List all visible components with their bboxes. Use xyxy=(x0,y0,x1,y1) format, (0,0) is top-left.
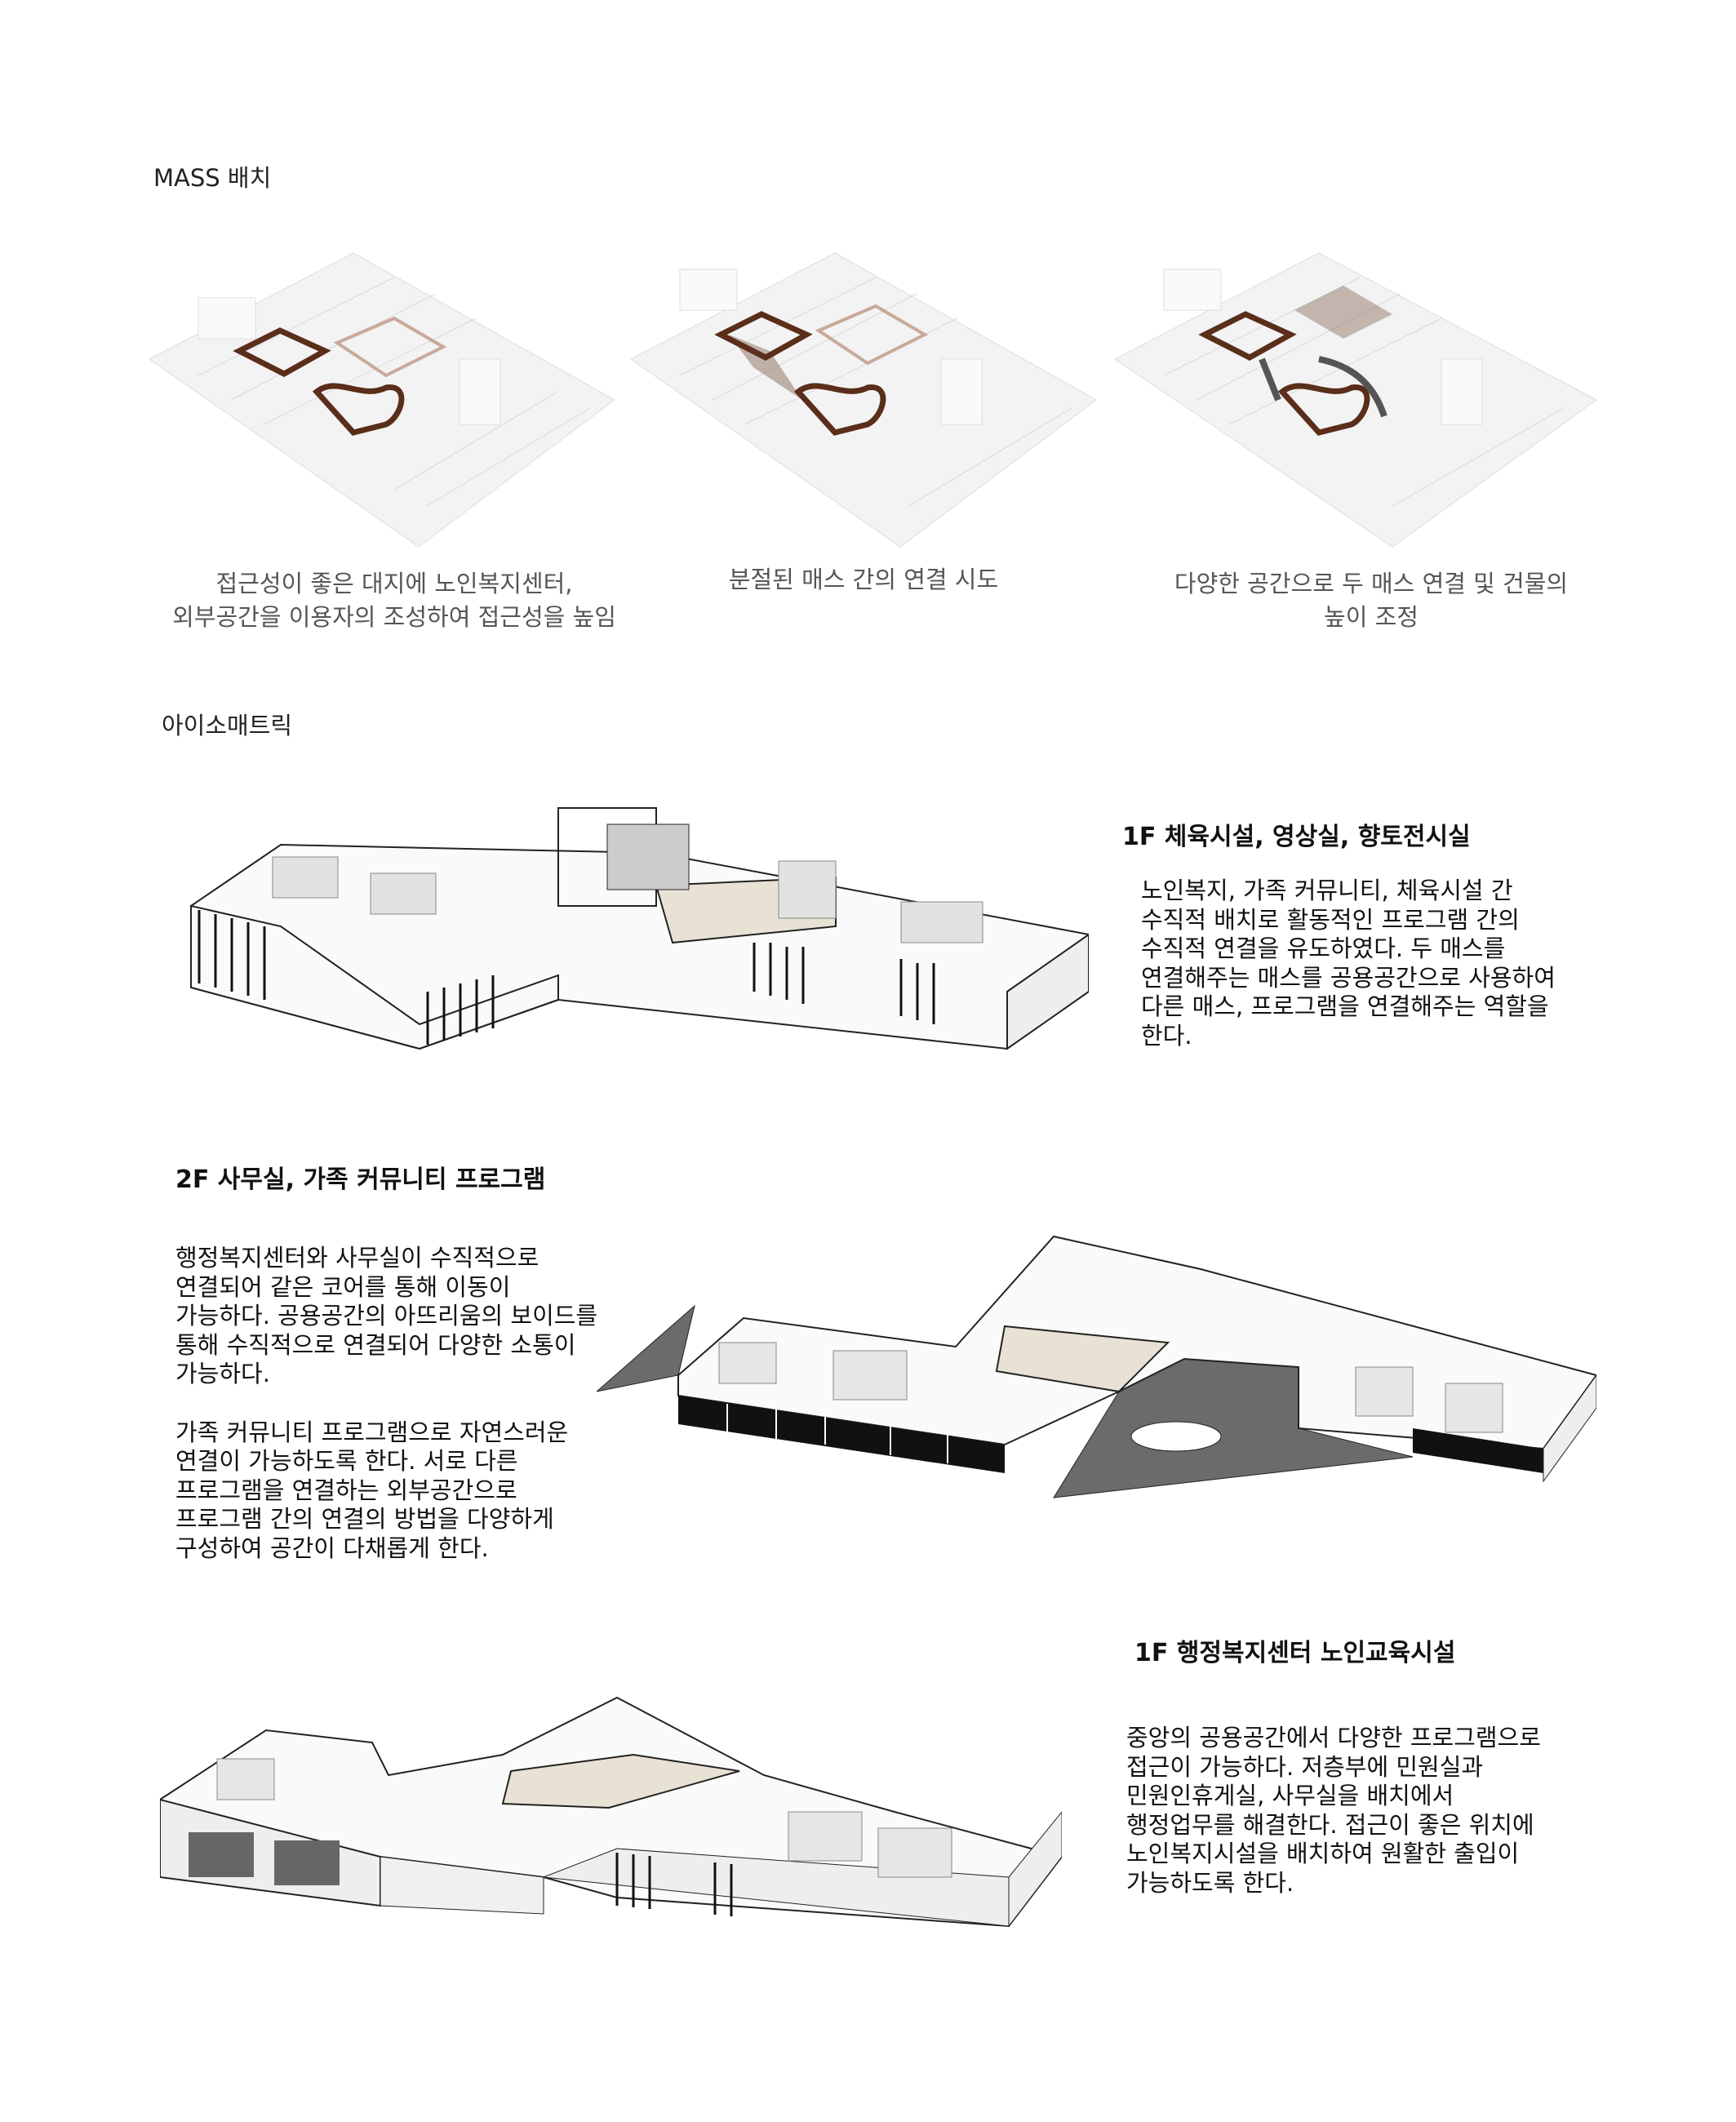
mass-diagram-1 xyxy=(149,252,615,548)
mass-caption-1: 접근성이 좋은 대지에 노인복지센터, 외부공간을 이용자의 조성하여 접근성을… xyxy=(149,567,639,634)
mass-section-title: MASS 배치 xyxy=(153,164,272,192)
caption-line: 외부공간을 이용자의 조성하여 접근성을 높임 xyxy=(172,603,616,631)
mass-caption-3: 다양한 공간으로 두 매스 연결 및 건물의 높이 조정 xyxy=(1126,567,1616,634)
iso-block-heading: 1F 행정복지센터 노인교육시설 xyxy=(1134,1639,1456,1667)
iso-block-heading: 1F 체육시설, 영상실, 향토전시실 xyxy=(1122,823,1471,851)
iso-block-paragraph: 중앙의 공용공간에서 다양한 프로그램으로 접근이 가능하다. 저층부에 민원실… xyxy=(1126,1724,1541,1897)
isometric-1f-admin xyxy=(160,1696,1062,1928)
mass-diagram-3 xyxy=(1115,252,1596,548)
iso-block-heading: 2F 사무실, 가족 커뮤니티 프로그램 xyxy=(175,1165,546,1194)
iso-section-title: 아이소매트릭 xyxy=(162,712,293,739)
isometric-2f-office xyxy=(597,1235,1596,1498)
caption-line: 다양한 공간으로 두 매스 연결 및 건물의 xyxy=(1174,570,1569,597)
mass-caption-2: 분절된 매스 간의 연결 시도 xyxy=(631,563,1096,597)
iso-block-1: 1F 체육시설, 영상실, 향토전시실 노인복지, 가족 커뮤니티, 체육시설 … xyxy=(1122,816,1628,1050)
iso-block-3: 1F 행정복지센터 노인교육시설 중앙의 공용공간에서 다양한 프로그램으로 접… xyxy=(1126,1632,1641,1898)
iso-block-paragraph: 노인복지, 가족 커뮤니티, 체육시설 간 수직적 배치로 활동적인 프로그램 … xyxy=(1141,877,1556,1050)
isometric-1f-sports xyxy=(190,807,1089,1050)
caption-line: 높이 조정 xyxy=(1324,603,1419,631)
iso-block-2: 2F 사무실, 가족 커뮤니티 프로그램 행정복지센터와 사무실이 수직적으로 … xyxy=(175,1159,633,1563)
caption-line: 접근성이 좋은 대지에 노인복지센터, xyxy=(215,570,573,597)
mass-diagram-2 xyxy=(631,252,1096,548)
caption-line: 분절된 매스 간의 연결 시도 xyxy=(728,566,999,593)
iso-block-paragraph: 행정복지센터와 사무실이 수직적으로 연결되어 같은 코어를 통해 이동이 가능… xyxy=(175,1244,598,1387)
iso-block-paragraph: 가족 커뮤니티 프로그램으로 자연스러운 연결이 가능하도록 한다. 서로 다른… xyxy=(175,1418,569,1562)
